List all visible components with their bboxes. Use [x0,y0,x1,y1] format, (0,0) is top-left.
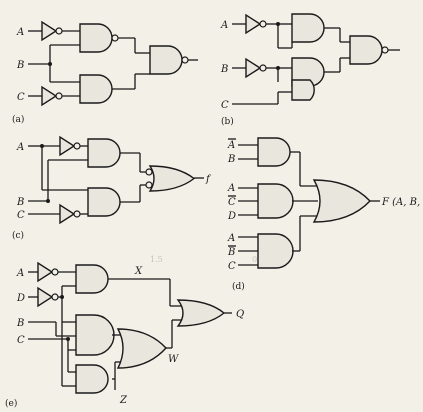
panel-d-or-gate-out [312,179,371,223]
panel-c-or-gate-out [148,165,196,192]
panel-d-and-gate-1 [257,137,291,167]
panel-e-and-gate-x [75,264,109,294]
panel-d-input-5: D [227,211,236,222]
panel-c-caption: (c) [12,230,24,241]
panel-d-input-4: C [228,197,236,208]
panel-e-and-gate-mid [75,314,115,356]
panel-e-not-gate-a [37,261,54,283]
panel-d-input-1: A [227,140,235,151]
panel-a-nand-gate-1 [79,23,113,53]
panel-a-input-b: B [16,60,24,71]
panel-d-input-6: A [227,233,235,244]
panel-b-and-gate-3 [291,79,315,101]
panel-a-not-gate-a [41,20,58,42]
panel-e-or-gate-q [176,299,226,327]
panel-c-output-f: f [205,174,212,185]
panel-d-input-3: A [227,183,235,194]
panel-a-input-a: A [16,27,24,38]
panel-d-input-8: C [228,261,236,272]
panel-e: A D B C X Z [5,261,244,409]
panel-a-input-c: C [17,92,25,103]
panel-e-signal-q: Q [236,309,244,320]
panel-b-input-c: C [221,100,229,111]
panel-a-not-gate-c [41,85,58,107]
panel-c-input-a: A [16,142,24,153]
panel-c-and-gate-1 [87,138,121,168]
panel-d-and-gate-3 [257,233,294,269]
panel-c-input-b: B [16,197,24,208]
panel-b-caption: (b) [221,116,234,127]
panel-d: A B A C D A B C F (A, B, C, D) [227,137,423,292]
panel-e-input-d: D [16,293,25,304]
panel-e-input-c: C [17,335,25,346]
panel-e-and-gate-z [75,364,109,394]
panel-e-not-gate-d [37,286,54,308]
panel-a: A B C (a) [12,20,198,125]
panel-c-and-gate-2 [87,187,121,217]
panel-b-input-b: B [220,64,228,75]
panel-c-not-gate-a [59,135,76,157]
panel-e-signal-w: W [168,354,179,365]
panel-b-not-gate-b [245,57,262,79]
panel-b-input-a: A [220,20,228,31]
panel-c-input-c: C [17,210,25,221]
panel-d-caption: (d) [232,281,245,292]
panel-e-or-gate-w [116,328,167,369]
panel-c: A B C f (c) [12,135,212,241]
panel-b: A B C (b) [220,13,400,127]
background-show-through: 1.5 0 8 [150,255,265,264]
panel-b-and-gate-1 [291,13,325,43]
svg-text:1.5: 1.5 [150,255,163,264]
panel-c-not-gate-c [59,203,76,225]
panel-e-signal-z: Z [119,395,128,406]
panel-b-not-gate-a [245,13,262,35]
panel-e-input-a: A [16,268,24,279]
panel-b-nand-gate-out [349,35,383,65]
panel-d-input-2: B [227,154,235,165]
panel-d-and-gate-2 [257,183,294,219]
panel-a-and-gate-2 [79,74,113,104]
panel-d-input-7: B [227,247,235,258]
panel-d-output: F (A, B, C, D) [381,197,423,208]
panel-a-nand-gate-out [149,45,183,75]
panel-e-caption: (e) [5,398,17,409]
panel-e-input-b: B [16,318,24,329]
panel-e-signal-x: X [134,266,143,277]
panel-a-caption: (a) [12,114,24,125]
